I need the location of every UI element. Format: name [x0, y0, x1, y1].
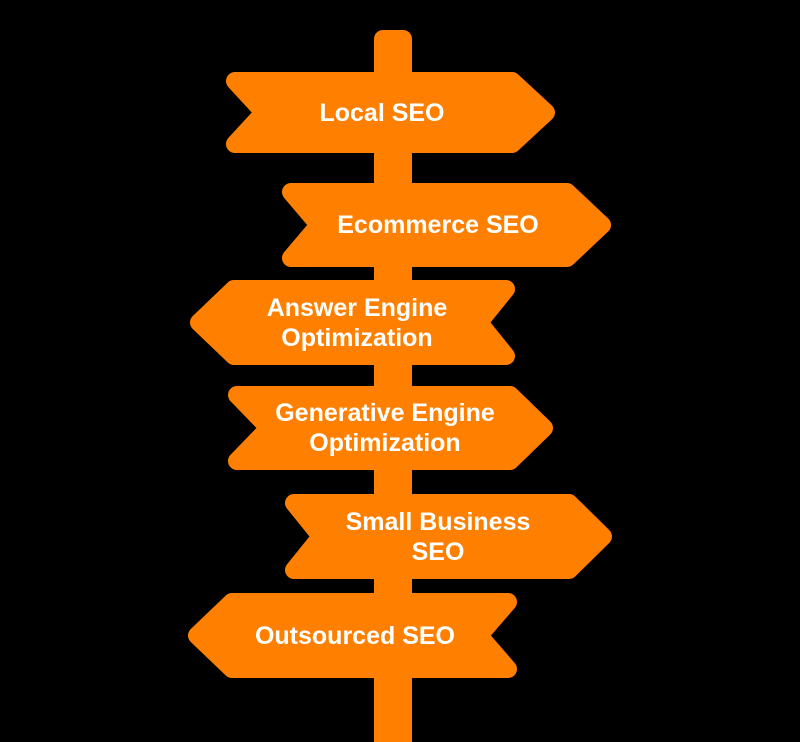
sign-arrow-small-business-seo [285, 494, 612, 579]
sign-arrow-outsourced-seo [188, 593, 517, 678]
sign-arrow-ecommerce-seo [282, 183, 611, 267]
sign-arrow-local-seo [226, 72, 555, 153]
sign-arrow-answer-engine-optimization [190, 280, 515, 365]
sign-arrow-generative-engine-optimization [228, 386, 553, 470]
